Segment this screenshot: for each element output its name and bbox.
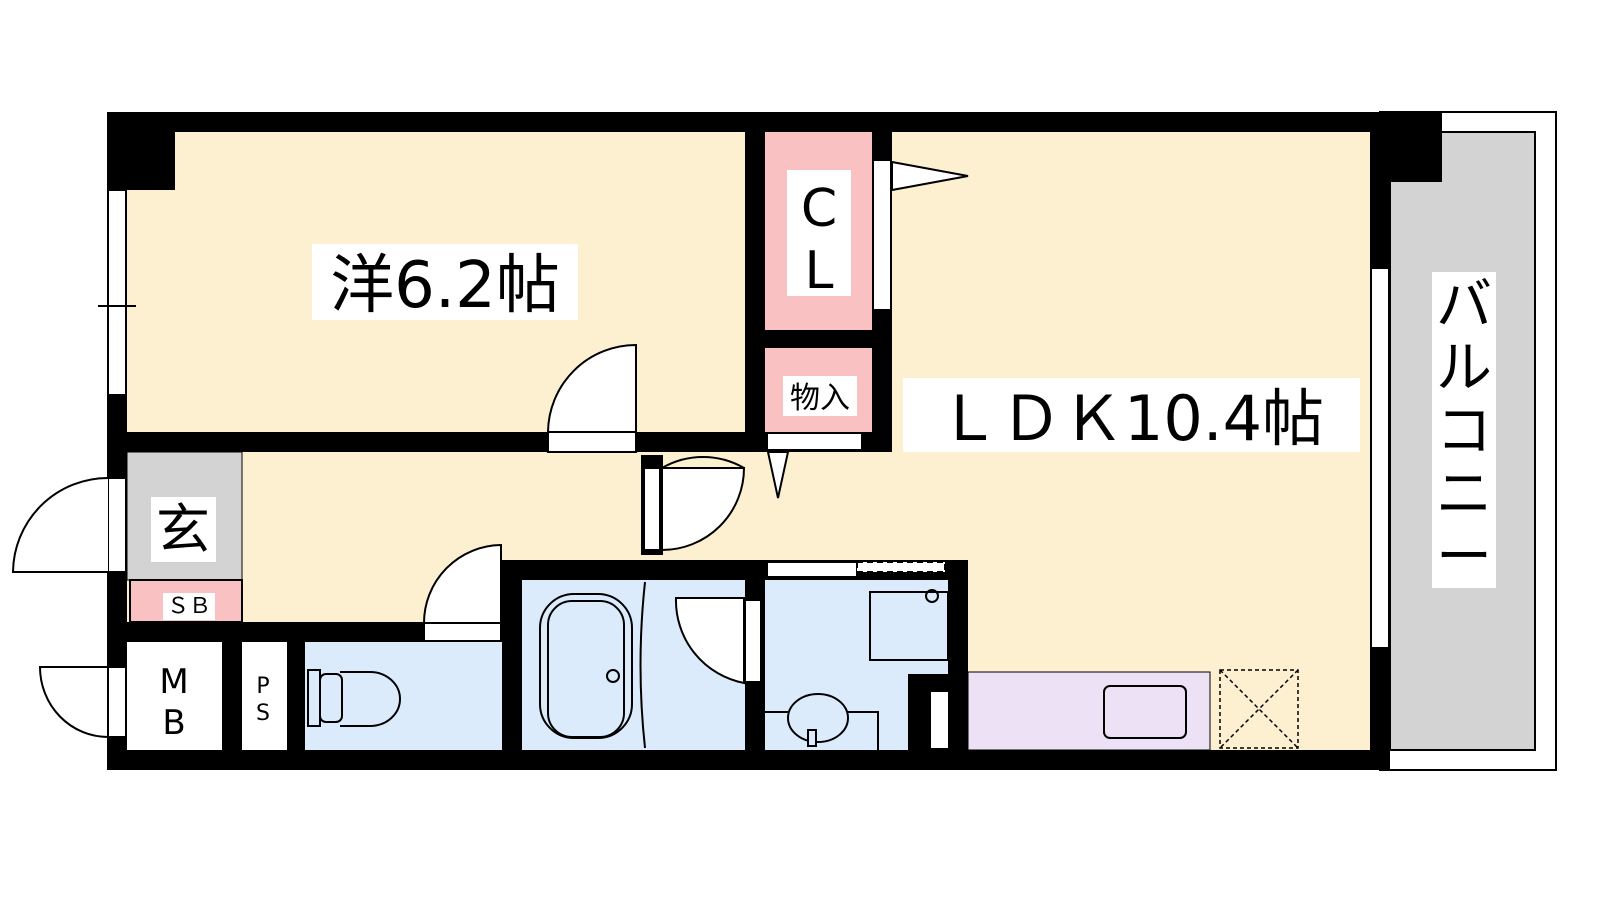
- entrance-door[interactable]: [11, 477, 109, 573]
- toilet-room: [305, 642, 502, 750]
- ldk-label-bg: [903, 378, 1360, 452]
- balcony-label-4: ニ: [1436, 462, 1492, 527]
- meter-box: [127, 642, 222, 750]
- shoe-box-label-bg: [163, 593, 215, 620]
- pillar: [127, 132, 175, 190]
- closet-door[interactable]: [872, 159, 892, 311]
- window[interactable]: [1370, 267, 1390, 649]
- washroom-door[interactable]: [766, 561, 858, 578]
- pipe-space-label-p: P: [256, 674, 269, 699]
- balcony-label-2: ル: [1436, 336, 1492, 401]
- balcony-label-3: コ: [1436, 399, 1492, 464]
- closet-label-c: C: [801, 179, 837, 239]
- mb-door-frame: [107, 666, 127, 738]
- wall: [948, 560, 968, 770]
- pillar: [1370, 112, 1442, 182]
- closet-label-bg: [787, 170, 851, 296]
- storage-door[interactable]: [766, 432, 863, 451]
- western-door-opening: [547, 431, 637, 453]
- kitchen-sink-icon: [1103, 685, 1187, 739]
- fridge-space-icon: [1219, 669, 1299, 749]
- balcony-label-5: ー: [1436, 525, 1492, 590]
- bath-door-frame: [744, 599, 762, 683]
- western-label-bg: [312, 244, 578, 320]
- hall-door-swing: [661, 467, 746, 552]
- shoe-box-label: ＳＢ: [167, 594, 211, 619]
- entrance-label: 玄: [156, 498, 210, 561]
- bath-door[interactable]: [674, 597, 745, 685]
- storage-label-bg: [783, 376, 857, 416]
- storage-label: 物入: [790, 381, 850, 416]
- wall: [107, 622, 505, 642]
- wall: [222, 642, 242, 752]
- wall: [287, 642, 305, 752]
- western-room-label: 洋6.2帖: [330, 249, 560, 323]
- bathtub-icon: [539, 581, 646, 749]
- washing-machine-icon: [869, 589, 949, 661]
- meter-box-label-b: B: [162, 703, 185, 743]
- pipe-space: [242, 642, 287, 750]
- wall: [127, 432, 892, 452]
- toilet-door[interactable]: [422, 543, 502, 624]
- toilet-door-frame: [423, 622, 502, 642]
- meter-box-label-m: M: [159, 662, 188, 702]
- ldk-label: ＬＤＫ10.4帖: [938, 382, 1324, 455]
- mb-door[interactable]: [38, 666, 109, 739]
- window[interactable]: [107, 189, 127, 396]
- storage-door-swing: [766, 451, 790, 499]
- hall-door-frame: [643, 467, 661, 551]
- closet-label-l: L: [805, 241, 834, 301]
- washroom-door[interactable]: [856, 561, 946, 573]
- entrance-label-bg: [151, 497, 216, 562]
- wall: [745, 132, 765, 452]
- wall: [765, 330, 872, 348]
- duct: [931, 692, 948, 748]
- western-door[interactable]: [546, 343, 637, 433]
- toilet-icon: [307, 669, 401, 727]
- hall-door[interactable]: [661, 456, 745, 550]
- entrance-door-frame: [107, 477, 127, 573]
- wall: [502, 560, 522, 770]
- balcony-label-bg: [1432, 272, 1496, 588]
- closet-door-swing: [891, 160, 969, 192]
- sink-icon: [765, 693, 879, 750]
- balcony-label-1: バ: [1436, 273, 1492, 338]
- pipe-space-label-s: S: [256, 701, 270, 726]
